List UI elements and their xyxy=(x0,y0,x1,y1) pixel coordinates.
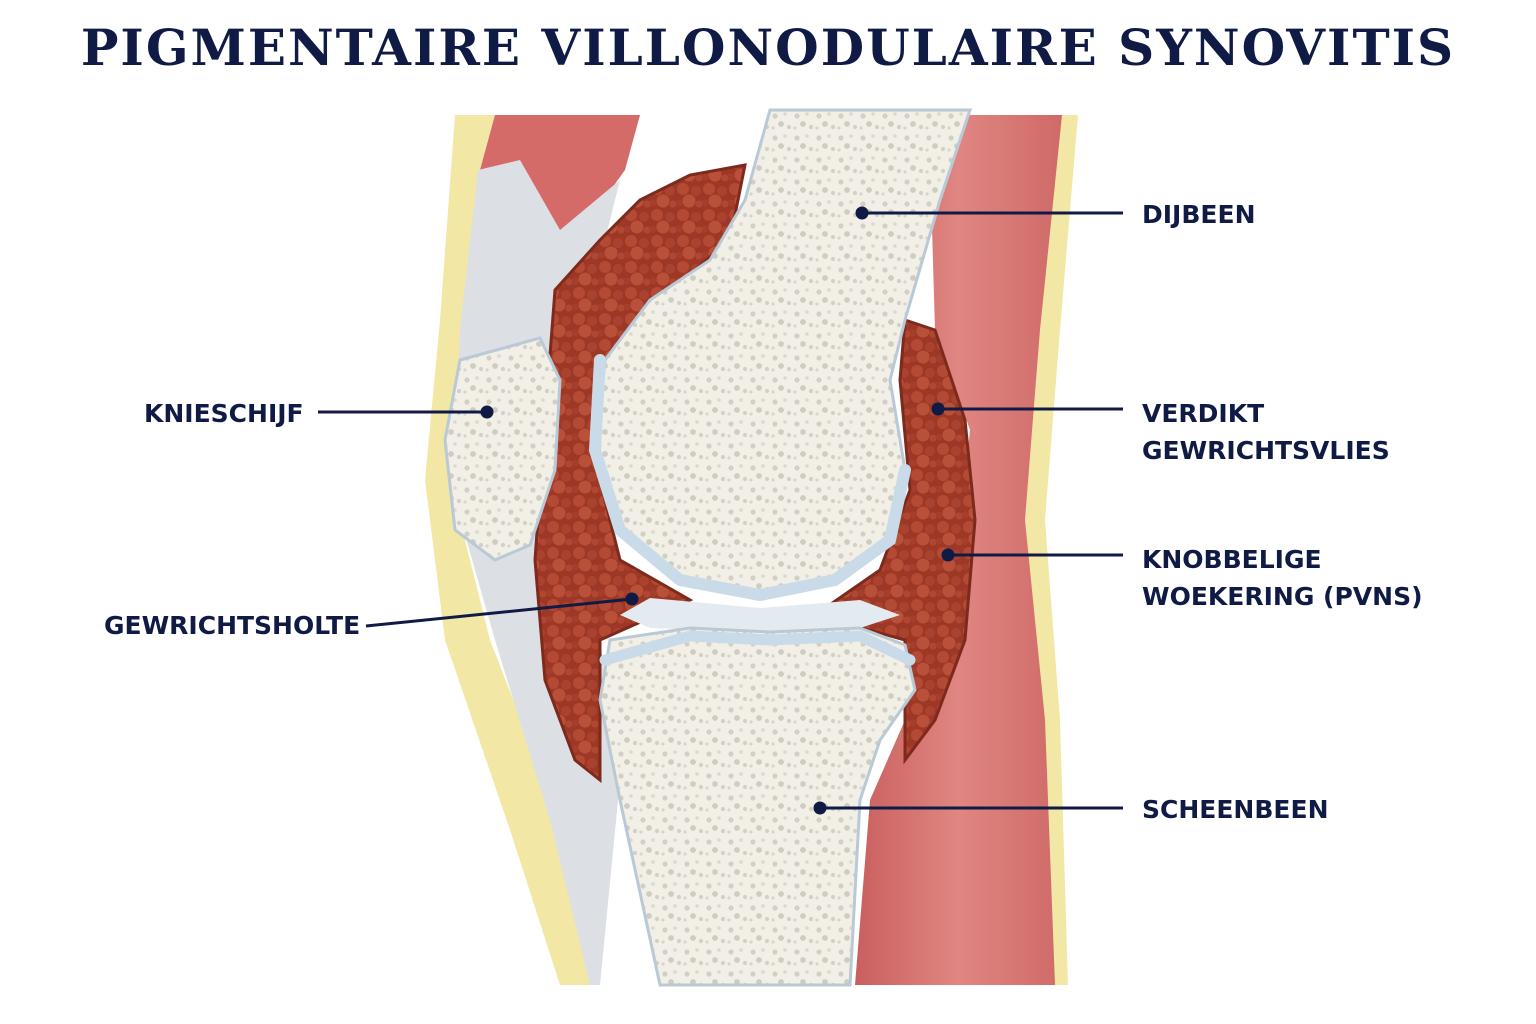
tibia-cartilage xyxy=(599,630,916,666)
label-nodular-line1: KNOBBELIGE xyxy=(1142,545,1322,574)
fat-layer-back xyxy=(1025,115,1078,985)
page-title: PIGMENTAIRE VILLONODULAIRE SYNOVITIS xyxy=(80,18,1456,77)
label-synovium-line2: GEWRICHTSVLIES xyxy=(1142,436,1390,465)
label-synovium: VERDIKT GEWRICHTSVLIES xyxy=(1142,395,1390,469)
leader-dot-patella xyxy=(480,405,494,419)
leader-dot-nodular xyxy=(941,548,955,562)
label-synovium-line1: VERDIKT xyxy=(1142,399,1265,428)
tibia-bone xyxy=(598,626,917,987)
label-patella: KNIESCHIJF xyxy=(144,399,304,428)
leader-dot-femur xyxy=(855,206,869,220)
label-nodular-line2: WOEKERING (PVNS) xyxy=(1142,582,1423,611)
label-femur: DIJBEEN xyxy=(1142,200,1256,229)
label-tibia: SCHEENBEEN xyxy=(1142,795,1329,824)
label-nodular: KNOBBELIGE WOEKERING (PVNS) xyxy=(1142,541,1423,615)
leader-line-joint-cavity xyxy=(365,597,633,628)
patella-bone xyxy=(443,336,562,562)
leader-dot-synovium xyxy=(931,402,945,416)
leader-dot-joint-cavity xyxy=(625,592,639,606)
label-joint-cavity: GEWRICHTSHOLTE xyxy=(104,611,361,640)
leader-dot-tibia xyxy=(813,801,827,815)
joint-space xyxy=(620,598,900,632)
femur-cartilage xyxy=(588,354,911,602)
thickened-synovium xyxy=(533,163,747,784)
